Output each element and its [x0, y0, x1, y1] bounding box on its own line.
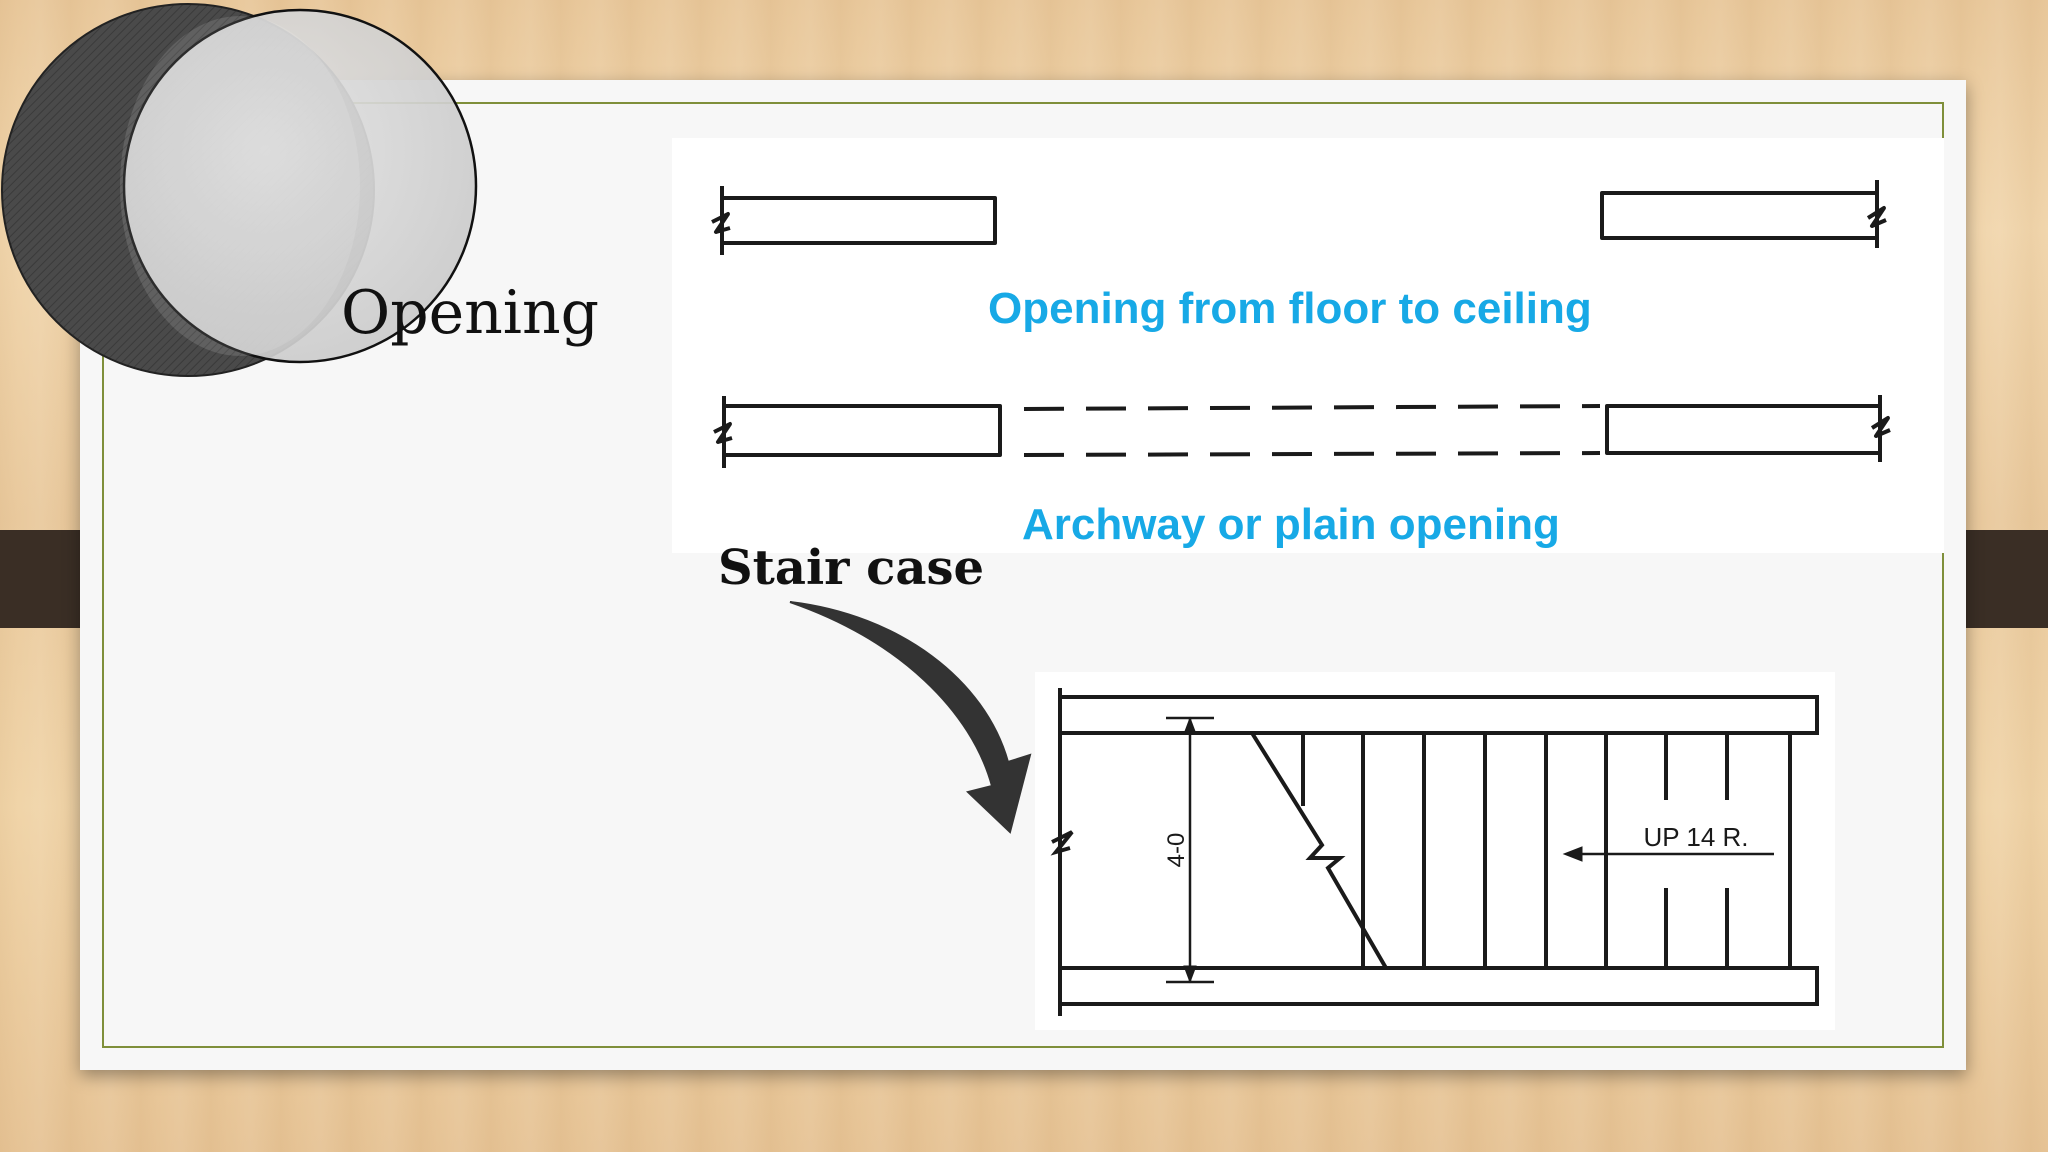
stair-diagonal-break	[1250, 731, 1388, 970]
light-circle	[122, 8, 478, 364]
break-line-left-2	[713, 396, 733, 468]
caption-archway: Archway or plain opening	[1022, 500, 1560, 549]
stair-case-label: Stair case	[718, 540, 985, 596]
stair-width-dimension: 4-0	[1163, 833, 1190, 868]
slide-frame	[102, 102, 1944, 1048]
arrow-shaft	[789, 601, 1032, 834]
stair-top-wall	[1058, 695, 1819, 735]
stair-direction-note: UP 14 R.	[1643, 822, 1748, 852]
caption-floor-to-ceiling: Opening from floor to ceiling	[988, 284, 1592, 333]
break-line-left-1	[711, 186, 731, 255]
archway-dash-top	[1023, 404, 1601, 411]
stair-left-break	[1050, 830, 1074, 856]
stair-bottom-wall	[1058, 966, 1819, 1006]
break-line-right-1	[1866, 180, 1887, 248]
archway-dash-bottom	[1023, 451, 1601, 457]
break-line-right-2	[1870, 395, 1891, 462]
title-badge-graphic	[1, 3, 478, 377]
badge-title: Opening	[341, 278, 599, 348]
